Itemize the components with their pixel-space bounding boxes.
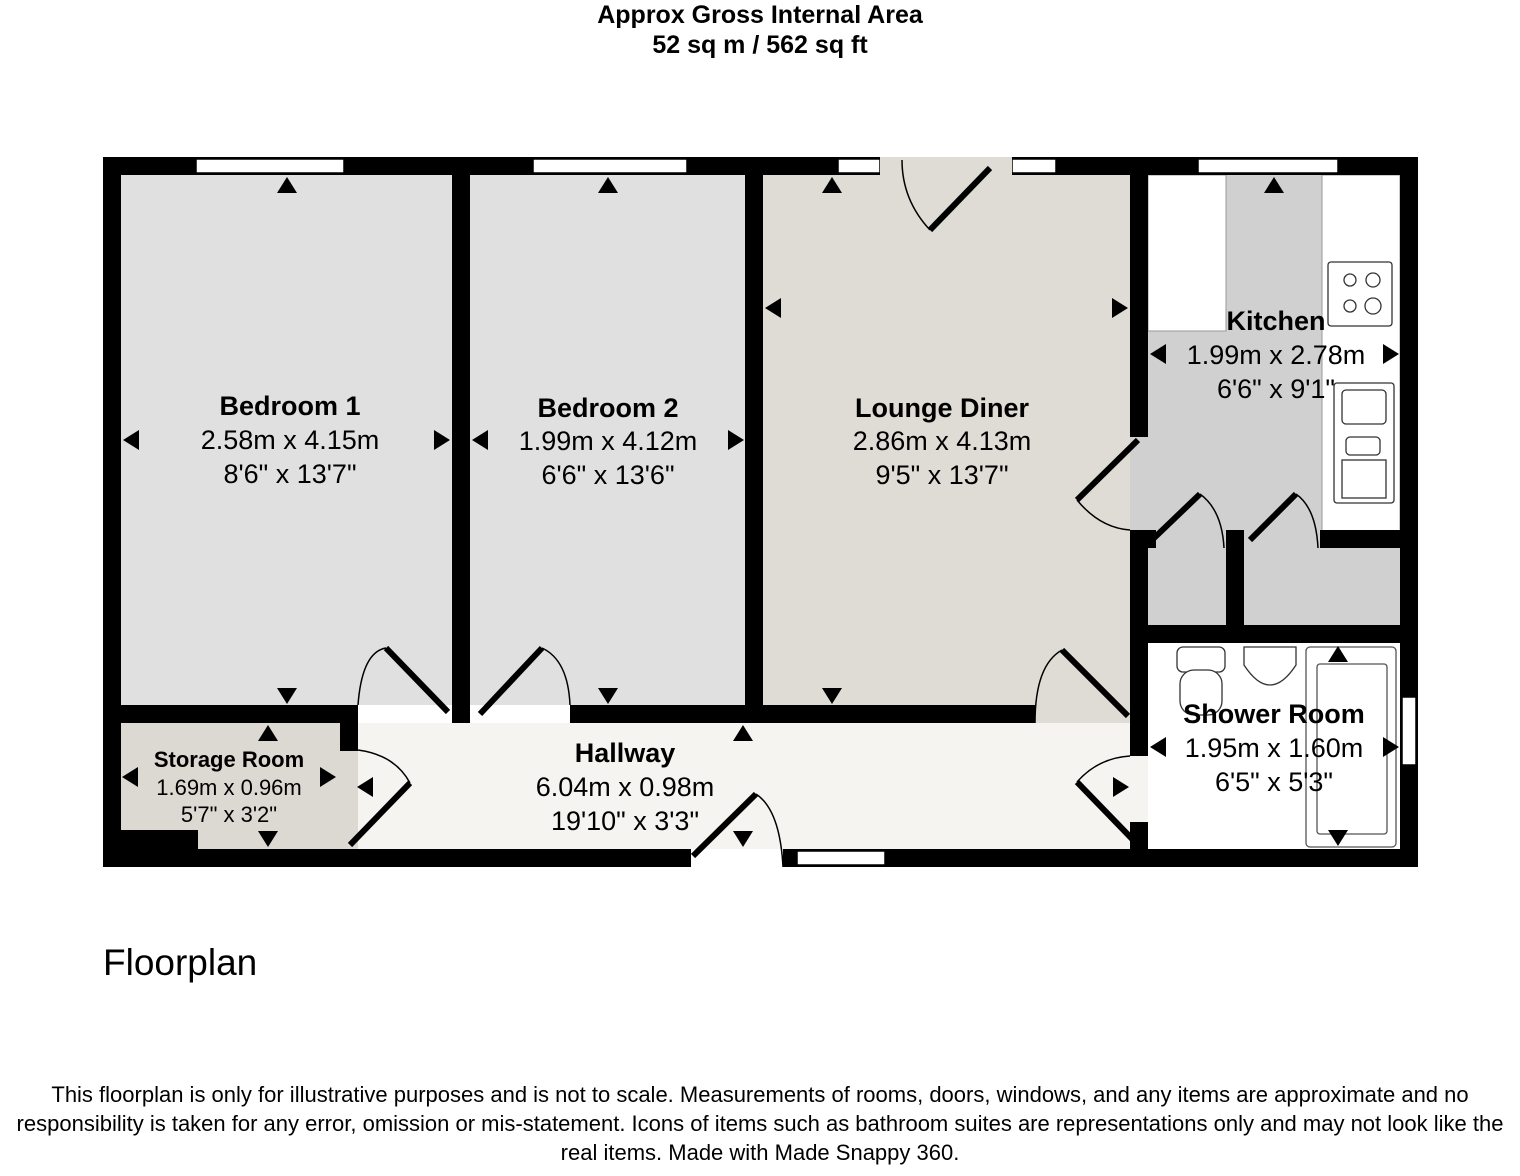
- basin-icon: [1243, 646, 1297, 686]
- room-metric: 1.69m x 0.96m: [156, 775, 302, 800]
- bedroom-2-floor: [470, 175, 745, 705]
- room-name: Lounge Diner: [855, 393, 1029, 423]
- room-lounge-diner: Lounge Diner 2.86m x 4.13m 9'5" x 13'7": [853, 393, 1032, 490]
- room-imperial: 6'5" x 5'3": [1215, 767, 1333, 797]
- room-metric: 1.95m x 1.60m: [1185, 733, 1364, 763]
- storage-floor: [121, 723, 358, 830]
- room-metric: 6.04m x 0.98m: [536, 772, 715, 802]
- room-name: Storage Room: [154, 747, 304, 772]
- room-metric: 1.99m x 2.78m: [1187, 340, 1366, 370]
- room-name: Kitchen: [1226, 306, 1325, 336]
- disclaimer: This floorplan is only for illustrative …: [16, 1082, 1504, 1165]
- lounge-floor: [763, 175, 1130, 723]
- kitchen-counter-left: [1147, 174, 1227, 332]
- room-imperial: 19'10" x 3'3": [551, 806, 699, 836]
- sink-icon: [1333, 382, 1395, 504]
- toilet-icon: [1176, 646, 1226, 716]
- hob-icon: [1327, 261, 1393, 327]
- room-imperial: 6'6" x 9'1": [1217, 374, 1335, 404]
- room-imperial: 6'6" x 13'6": [541, 460, 674, 490]
- room-metric: 2.86m x 4.13m: [853, 426, 1032, 456]
- area-value: 52 sq m / 562 sq ft: [652, 31, 868, 59]
- room-imperial: 8'6" x 13'7": [223, 459, 356, 489]
- storage-floor-lower: [198, 828, 358, 849]
- room-name: Shower Room: [1183, 699, 1365, 729]
- room-imperial: 9'5" x 13'7": [875, 460, 1008, 490]
- room-name: Hallway: [575, 738, 676, 768]
- dimension-arrows: [122, 177, 1399, 847]
- area-header: Approx Gross Internal Area 52 sq m / 562…: [0, 0, 1520, 60]
- room-name: Bedroom 2: [537, 393, 678, 423]
- room-kitchen: Kitchen 1.99m x 2.78m 6'6" x 9'1": [1187, 306, 1366, 404]
- room-metric: 1.99m x 4.12m: [519, 426, 698, 456]
- plan-label: Floorplan: [103, 942, 258, 983]
- room-shower-room: Shower Room 1.95m x 1.60m 6'5" x 5'3": [1183, 699, 1365, 797]
- area-title: Approx Gross Internal Area: [597, 1, 923, 29]
- room-hallway: Hallway 6.04m x 0.98m 19'10" x 3'3": [536, 738, 715, 836]
- bedroom-1-floor: [121, 175, 452, 705]
- room-storage-room: Storage Room 1.69m x 0.96m 5'7" x 3'2": [154, 747, 304, 827]
- windows: [195, 158, 1417, 866]
- room-bedroom-2: Bedroom 2 1.99m x 4.12m 6'6" x 13'6": [519, 393, 698, 490]
- room-metric: 2.58m x 4.15m: [201, 425, 380, 455]
- doors: [347, 159, 1319, 868]
- walls: [103, 157, 1418, 867]
- front-door-opening: [880, 157, 1012, 175]
- hallway-floor: [358, 723, 1148, 849]
- room-bedroom-1: Bedroom 1 2.58m x 4.15m 8'6" x 13'7": [201, 391, 380, 489]
- room-imperial: 5'7" x 3'2": [181, 802, 277, 827]
- room-name: Bedroom 1: [219, 391, 360, 421]
